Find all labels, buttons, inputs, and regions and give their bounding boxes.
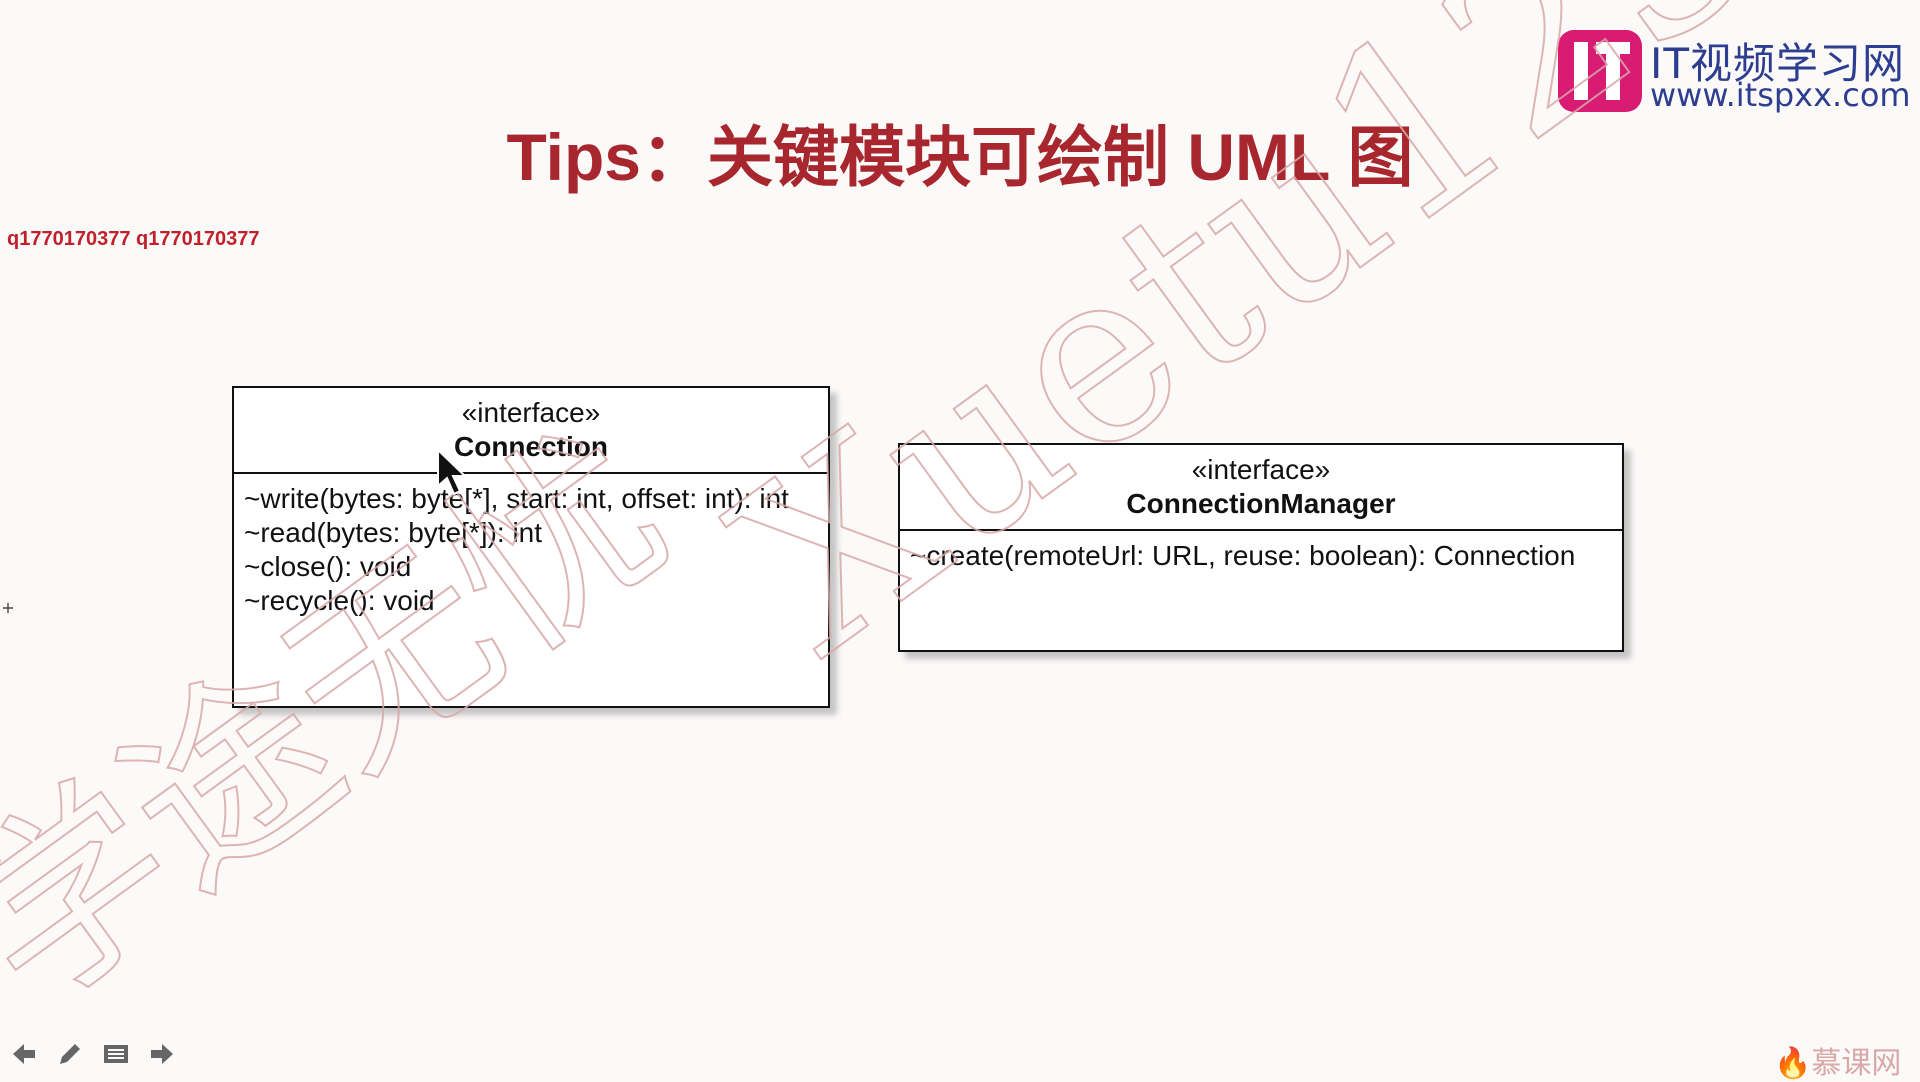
uml-operation: ~close(): void	[244, 551, 412, 582]
uml-operations: ~write(bytes: byte[*], start: int, offse…	[234, 474, 828, 618]
uml-class-header: «interface» ConnectionManager	[900, 445, 1622, 531]
uml-class-name: ConnectionManager	[1126, 488, 1396, 519]
logo-mark-icon	[1558, 30, 1642, 112]
slide-controls	[10, 1040, 176, 1068]
pen-icon[interactable]	[56, 1040, 84, 1068]
flame-icon: 🔥	[1774, 1046, 1812, 1081]
uml-class-header: «interface» Connection	[234, 388, 828, 474]
uml-class-name: Connection	[454, 431, 608, 462]
uml-class-connection-manager: «interface» ConnectionManager ~create(re…	[898, 443, 1624, 652]
uml-stereotype: «interface»	[1191, 454, 1331, 485]
brand-watermark: 🔥慕课网	[1774, 1038, 1901, 1082]
site-logo: IT视频学习网 www.itspxx.com	[1558, 30, 1911, 114]
uml-operation: ~create(remoteUrl: URL, reuse: boolean):…	[910, 540, 1576, 571]
uml-operations: ~create(remoteUrl: URL, reuse: boolean):…	[900, 531, 1622, 573]
move-handle-icon	[3, 603, 13, 613]
uml-operation: ~recycle(): void	[244, 585, 435, 616]
qq-label: q1770170377 q1770170377	[7, 228, 260, 250]
logo-url-text: www.itspxx.com	[1650, 76, 1911, 114]
arrow-left-icon[interactable]	[10, 1040, 38, 1068]
slide-title: Tips：关键模块可绘制 UML 图	[506, 120, 1414, 194]
brand-text: 慕课网	[1811, 1046, 1902, 1081]
menu-icon[interactable]	[102, 1040, 130, 1068]
mouse-cursor-icon	[437, 448, 468, 496]
uml-operation: ~write(bytes: byte[*], start: int, offse…	[244, 483, 789, 514]
arrow-right-icon[interactable]	[148, 1040, 176, 1068]
uml-class-connection: «interface» Connection ~write(bytes: byt…	[232, 386, 830, 708]
logo-cn-text: IT视频学习网	[1650, 39, 1906, 88]
uml-stereotype: «interface»	[461, 397, 601, 428]
uml-operation: ~read(bytes: byte[*]): int	[244, 517, 543, 548]
